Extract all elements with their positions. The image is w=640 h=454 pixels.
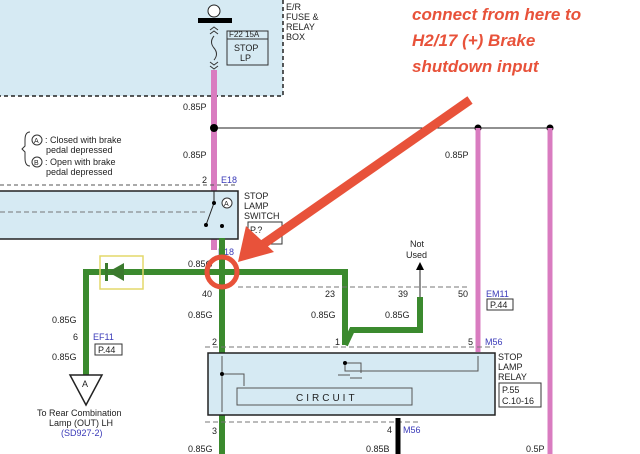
connector-id: M56 — [403, 425, 421, 435]
connector-ref: P.44 — [490, 300, 507, 310]
wire-label: 0.85G — [52, 315, 77, 325]
connector-id: E18 — [218, 247, 234, 257]
pin-number: 3 — [212, 426, 217, 436]
arrow-up-icon — [416, 262, 424, 270]
relay-ref: C.10-16 — [502, 396, 534, 406]
wire-label: 0.85P — [445, 150, 469, 160]
fuse-name-2: LP — [240, 53, 251, 63]
legend-a-symbol: A — [34, 138, 39, 145]
stop-lamp-relay-box — [207, 352, 496, 416]
fuse-box-label-2: FUSE & — [286, 12, 319, 22]
pin-number: 2 — [212, 337, 217, 347]
legend-brace — [21, 131, 31, 167]
switch-state: A — [224, 201, 229, 208]
pin-number: 1 — [335, 337, 340, 347]
wire-label: 0.85G — [188, 310, 213, 320]
circuit-block — [236, 387, 413, 406]
bus-bar — [198, 18, 232, 23]
relay-label: RELAY — [498, 372, 527, 382]
pin-number: 4 — [387, 425, 392, 435]
diode-icon — [108, 263, 124, 281]
fuse-box-label-4: BOX — [286, 32, 305, 42]
wire-label: 0.85G — [311, 310, 336, 320]
rear-lamp-label: To Rear Combination — [37, 408, 122, 418]
junction-dot — [210, 124, 218, 132]
wire-label: 0.85G — [52, 352, 77, 362]
relay-label: STOP — [498, 352, 522, 362]
fuse-label-box — [226, 30, 269, 66]
fuse-id: F22 15A — [229, 30, 260, 39]
circuit-label: CIRCUIT — [296, 393, 358, 404]
wire-label: 0.85B — [366, 444, 390, 454]
pin-number: 39 — [398, 289, 408, 299]
annotation-arrowhead — [238, 226, 274, 262]
pin-number: 50 — [458, 289, 468, 299]
fuse-box-label-1: E/R — [286, 2, 302, 12]
green-wires — [83, 238, 423, 454]
connector-triangle — [68, 374, 104, 407]
not-used-label: Not — [410, 239, 425, 249]
not-used-label: Used — [406, 250, 427, 260]
connector-ref: P.44 — [98, 345, 115, 355]
pin-number: 5 — [468, 337, 473, 347]
legend-b-text: pedal depressed — [46, 167, 113, 177]
fuse-relay-box — [0, 0, 284, 97]
rear-lamp-label: Lamp (OUT) LH — [49, 418, 113, 428]
wire-label: 0.85G — [188, 259, 213, 269]
pin-number: 6 — [73, 332, 78, 342]
wire-label: 0.85P — [183, 102, 207, 112]
annotation-arrow — [249, 96, 473, 256]
rear-lamp-symbol: A — [82, 379, 88, 389]
pin-number: 23 — [325, 289, 335, 299]
relay-ref: P.55 — [502, 385, 519, 395]
wire-label: 0.85G — [385, 310, 410, 320]
power-source-icon — [207, 4, 221, 18]
switch-label: SWITCH — [244, 211, 280, 221]
annotation-text: shutdown input — [412, 57, 540, 76]
fuse-icon — [209, 26, 219, 70]
legend-a-text: : Closed with brake — [45, 135, 122, 145]
wire-label: 0.85P — [183, 150, 207, 160]
switch-label: STOP — [244, 191, 268, 201]
pin-number: 40 — [202, 289, 212, 299]
connector-id: M56 — [485, 337, 503, 347]
fuse-name-1: STOP — [234, 43, 258, 53]
annotation-text: H2/17 (+) Brake — [412, 31, 535, 50]
wire-label: 0.85G — [188, 444, 213, 454]
relay-label: LAMP — [498, 362, 523, 372]
annotation-text: connect from here to — [412, 5, 581, 24]
wire-label: 0.5P — [526, 444, 545, 454]
legend-b-text: : Open with brake — [45, 157, 116, 167]
legend-a-text: pedal depressed — [46, 145, 113, 155]
diode-highlight — [99, 255, 144, 290]
fuse-box-label-3: RELAY — [286, 22, 315, 32]
switch-label: LAMP — [244, 201, 269, 211]
legend-b-symbol: B — [34, 160, 39, 167]
connector-id: EM11 — [486, 289, 509, 299]
connector-id: E18 — [221, 175, 237, 185]
annotation-circle — [204, 254, 240, 290]
connector-id: EF11 — [93, 332, 114, 342]
pin-number: 2 — [202, 175, 207, 185]
switch-ref: P.? — [250, 225, 262, 235]
rear-lamp-ref: (SD927-2) — [61, 428, 103, 438]
stop-lamp-switch-box — [0, 190, 239, 240]
